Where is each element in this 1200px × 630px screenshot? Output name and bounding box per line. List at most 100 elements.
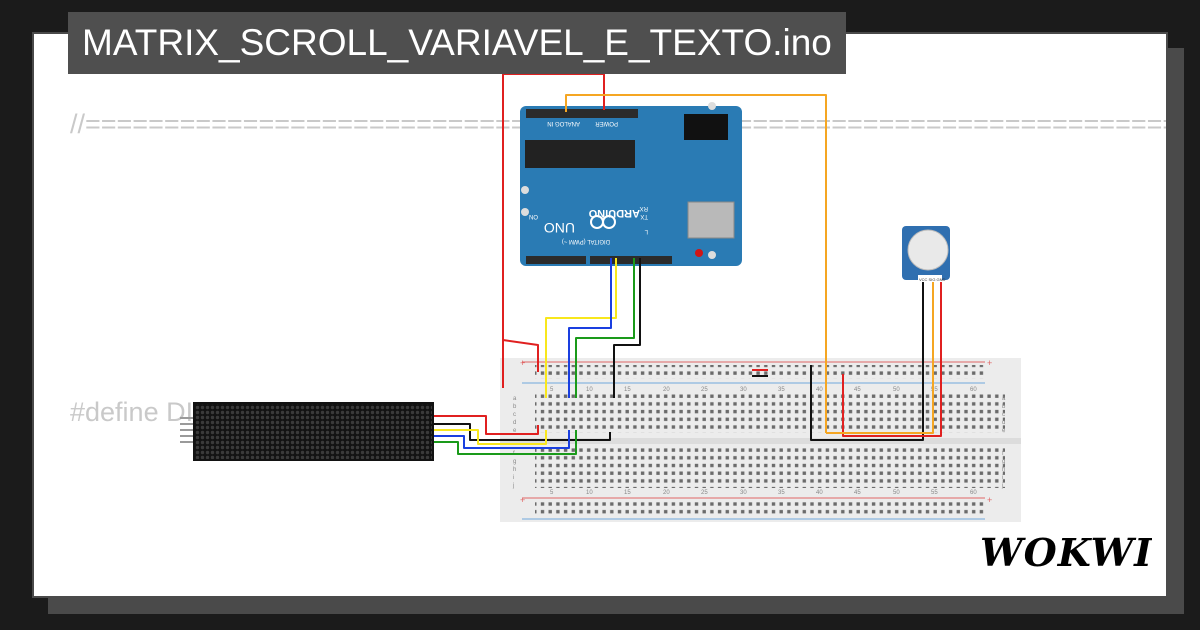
analog-header [526, 109, 586, 118]
plus-sign-icon: + [520, 495, 525, 505]
wokwi-logo[interactable]: WOKWI [976, 524, 1152, 578]
svg-text:a: a [513, 396, 517, 402]
mounting-hole [521, 186, 529, 194]
reset-button[interactable] [695, 249, 703, 257]
mounting-hole [708, 102, 716, 110]
svg-text:f: f [1002, 451, 1004, 457]
svg-text:10: 10 [586, 387, 593, 393]
atmega-chip [525, 140, 635, 168]
bottom-terminal-holes [535, 448, 1005, 488]
breadboard-column-numbers-top: 5 10 15 20 25 30 35 40 45 50 55 60 [550, 387, 977, 393]
mounting-hole [708, 251, 716, 259]
svg-text:15: 15 [624, 387, 631, 393]
svg-text:60: 60 [970, 387, 977, 393]
power-jack [684, 114, 728, 140]
svg-text:b: b [513, 404, 517, 410]
wire-blue-matrix-cs[interactable] [434, 430, 570, 449]
potentiometer-pin-labels: VCC SIG GND [919, 277, 946, 282]
project-title[interactable]: MATRIX_SCROLL_VARIAVEL_E_TEXTO.ino [68, 12, 846, 74]
top-terminal-holes [535, 393, 1005, 433]
svg-text:POWER: POWER [595, 120, 618, 126]
wire-green-matrix-clk[interactable] [434, 430, 577, 455]
svg-text:j: j [1001, 483, 1003, 489]
svg-text:35: 35 [778, 490, 785, 496]
infinity-logo-icon [602, 215, 616, 229]
wire-orange-a0[interactable] [565, 94, 827, 433]
wire-green-d[interactable] [575, 258, 635, 398]
led-matrix[interactable] [180, 402, 434, 461]
svg-text:i: i [513, 475, 514, 481]
svg-text:b: b [1002, 404, 1006, 410]
wire-yellow-d[interactable] [545, 258, 617, 398]
svg-text:ON: ON [529, 213, 538, 219]
breadboard-column-numbers-bottom: 5 10 15 20 25 30 35 40 45 50 55 60 [550, 490, 977, 496]
svg-text:j: j [512, 483, 514, 489]
svg-text:20: 20 [663, 490, 670, 496]
svg-text:UNO: UNO [544, 220, 575, 236]
wire-orange-pot-sig[interactable] [826, 282, 934, 434]
svg-text:c: c [1002, 412, 1005, 418]
svg-text:20: 20 [663, 387, 670, 393]
svg-text:25: 25 [701, 387, 708, 393]
center-channel [500, 438, 1021, 444]
plus-sign-icon: + [987, 358, 992, 368]
svg-text:c: c [513, 412, 516, 418]
svg-text:40: 40 [816, 387, 823, 393]
svg-text:50: 50 [893, 387, 900, 393]
svg-text:25: 25 [701, 490, 708, 496]
mounting-hole [521, 208, 529, 216]
wire-black-gnd[interactable] [613, 258, 641, 398]
svg-text:15: 15 [624, 490, 631, 496]
svg-text:h: h [1002, 467, 1005, 473]
svg-text:10: 10 [586, 490, 593, 496]
wire-yellow-matrix-din[interactable] [434, 429, 547, 445]
digital-header-low [526, 256, 586, 264]
svg-text:ARDUINO: ARDUINO [588, 207, 640, 219]
top-rail-holes [535, 365, 985, 379]
svg-text:L: L [644, 228, 648, 234]
wire-red-pot-vcc[interactable] [842, 282, 942, 437]
wokwi-logo-text: WOKWI [980, 530, 1152, 575]
svg-text:5: 5 [550, 490, 554, 496]
svg-text:TX: TX [640, 213, 648, 219]
wire-black-pot-gnd[interactable] [810, 282, 924, 441]
svg-text:45: 45 [854, 490, 861, 496]
arduino-uno[interactable]: ARDUINO UNO DIGITAL (PWM ~) ANALOG IN PO… [520, 102, 742, 266]
svg-text:40: 40 [816, 490, 823, 496]
svg-text:5: 5 [550, 387, 554, 393]
svg-text:60: 60 [970, 490, 977, 496]
svg-text:g: g [513, 459, 516, 465]
svg-text:55: 55 [931, 490, 938, 496]
wire-black-matrix-gnd[interactable] [434, 423, 611, 441]
svg-text:50: 50 [893, 490, 900, 496]
svg-text:e: e [1002, 428, 1006, 434]
wires[interactable] [434, 73, 942, 455]
wire-blue-d[interactable] [568, 258, 612, 398]
usb-port [687, 201, 735, 239]
svg-text:e: e [513, 428, 517, 434]
svg-text:i: i [1002, 475, 1003, 481]
potentiometer-pin-block [918, 275, 942, 283]
bottom-rail-holes [535, 502, 985, 516]
svg-text:d: d [513, 420, 516, 426]
svg-text:h: h [513, 467, 516, 473]
power-header [576, 109, 638, 118]
svg-text:30: 30 [740, 490, 747, 496]
svg-text:a: a [1002, 396, 1006, 402]
breadboard-row-letters: a b c d e f g h i j a b c d e f g h i j [512, 396, 1006, 489]
svg-text:30: 30 [740, 387, 747, 393]
potentiometer-knob[interactable] [907, 229, 949, 271]
potentiometer[interactable]: VCC SIG GND [902, 226, 950, 283]
svg-text:45: 45 [854, 387, 861, 393]
wire-red-5v[interactable] [502, 73, 605, 388]
svg-text:g: g [1002, 459, 1005, 465]
svg-text:35: 35 [778, 387, 785, 393]
wire-red-matrix-vcc[interactable] [434, 415, 539, 435]
wire-red-rail[interactable] [502, 339, 539, 372]
led-matrix-left-pins [180, 417, 193, 443]
digital-header-high [590, 256, 672, 264]
arduino-labels: ARDUINO UNO DIGITAL (PWM ~) ANALOG IN PO… [529, 120, 648, 244]
svg-text:RX: RX [640, 205, 648, 211]
plus-sign-icon: + [987, 495, 992, 505]
